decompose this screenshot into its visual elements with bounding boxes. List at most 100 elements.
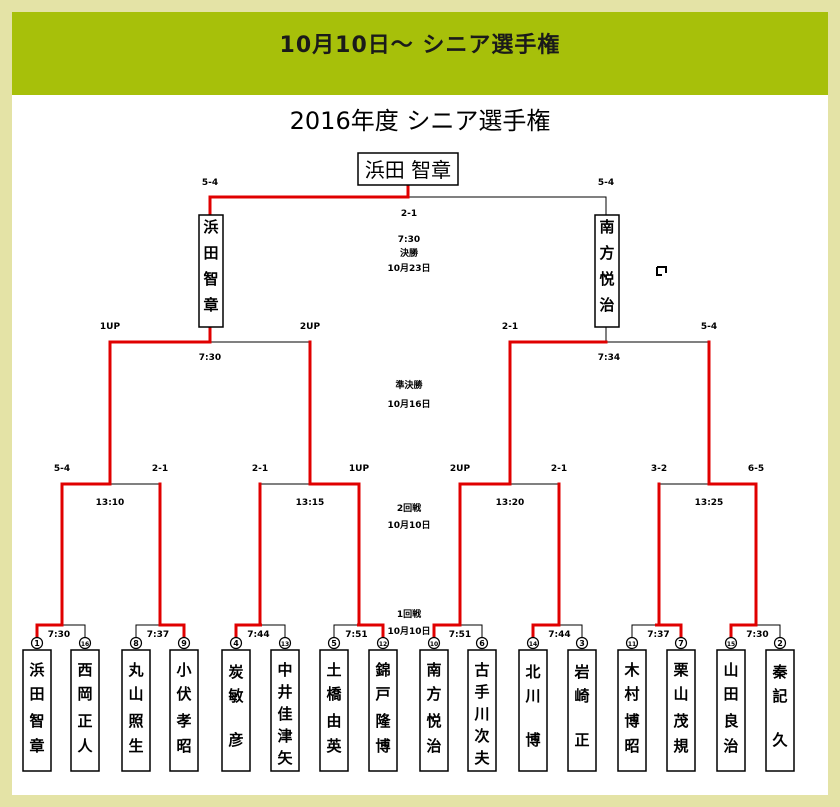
final-left-name-char: 智 xyxy=(203,270,218,288)
seed-number: 4 xyxy=(233,639,239,648)
r2-score-b: 2-1 xyxy=(152,464,168,474)
player-box xyxy=(617,649,647,772)
player-box xyxy=(666,649,696,772)
final-right-score: 5-4 xyxy=(598,178,614,188)
player-name-char: 茂 xyxy=(673,712,688,730)
player-box xyxy=(70,649,100,772)
r2-date: 10月10日 xyxy=(387,520,430,531)
player-name-char: 敏 xyxy=(227,687,244,705)
player-name-char: 正 xyxy=(574,731,589,749)
player-name-char: 岡 xyxy=(77,685,92,703)
player-name-char: 山 xyxy=(723,661,738,679)
seed-number: 8 xyxy=(133,639,139,648)
player-boxes: 浜田 智章浜田智章南方悦治1浜田智章16西岡正人8丸山照生9小伏孝昭4炭敏彦13… xyxy=(22,152,795,772)
header-title: 10月10日～ シニア選手権 xyxy=(279,33,561,58)
r2-time: 13:20 xyxy=(496,498,525,508)
page-header: 10月10日～ シニア選手権 xyxy=(12,12,828,95)
final-left-name-char: 浜 xyxy=(203,218,218,236)
seed-number: 7 xyxy=(678,639,684,648)
seed-number: 3 xyxy=(579,639,585,648)
r1-date: 10月10日 xyxy=(387,626,430,637)
player-name-char: 錦 xyxy=(374,661,390,679)
seed-circle xyxy=(229,636,243,650)
player-name-char: 北 xyxy=(525,663,540,681)
player-name-char: 川 xyxy=(473,705,489,723)
player-name-char: 井 xyxy=(277,683,292,701)
player-name-char: 田 xyxy=(723,685,738,703)
player-name-char: 佳 xyxy=(277,705,292,723)
r2-score-b: 1UP xyxy=(349,464,370,474)
seed-number: 10 xyxy=(430,641,438,648)
diagram-title: 2016年度 シニア選手権 xyxy=(290,107,551,135)
final-left-name-char: 章 xyxy=(203,296,218,314)
player-name-char: 照 xyxy=(128,712,143,730)
champion-box xyxy=(357,152,459,186)
final-right-name-char: 南 xyxy=(599,218,614,236)
player-name-char: 生 xyxy=(128,737,143,755)
champion-name: 浜田 智章 xyxy=(365,158,451,182)
player-name-char: 木 xyxy=(623,661,640,679)
player-name-char: 橋 xyxy=(326,685,342,703)
seed-number: 2 xyxy=(777,639,783,648)
player-name-char: 次 xyxy=(474,727,489,745)
player-name-char: 秦 xyxy=(771,663,788,681)
player-name-char: 川 xyxy=(524,687,540,705)
player-name-char: 岩 xyxy=(573,663,589,681)
r2-score-a: 2-1 xyxy=(252,464,268,474)
player-name-char: 方 xyxy=(426,685,441,703)
seed-circle xyxy=(327,636,341,650)
player-name-char: 伏 xyxy=(176,685,191,703)
seed-circle xyxy=(177,636,191,650)
r2-score-b: 2-1 xyxy=(551,464,567,474)
player-name-char: 治 xyxy=(723,737,738,755)
semi-right-score-b: 5-4 xyxy=(701,322,717,332)
player-box xyxy=(169,649,199,772)
seed-number: 16 xyxy=(81,641,89,648)
player-name-char: 人 xyxy=(77,737,93,755)
player-box xyxy=(121,649,151,772)
player-name-char: 久 xyxy=(772,731,788,749)
semi-left-score-b: 2UP xyxy=(300,322,321,332)
seed-number: 15 xyxy=(727,641,735,648)
final-label: 決勝 xyxy=(400,247,419,259)
seed-circle xyxy=(376,636,390,650)
semi-date: 10月16日 xyxy=(387,399,430,410)
player-name-char: 昭 xyxy=(176,737,191,755)
final-time: 7:30 xyxy=(398,235,420,245)
player-name-char: 良 xyxy=(723,712,738,730)
player-name-char: 博 xyxy=(624,712,639,730)
player-name-char: 彦 xyxy=(228,731,243,749)
player-name-char: 古 xyxy=(474,661,489,679)
semi-right-time: 7:34 xyxy=(598,353,620,363)
player-name-char: 田 xyxy=(29,685,44,703)
seed-number: 9 xyxy=(181,639,187,648)
player-box xyxy=(221,649,251,772)
seed-circle xyxy=(427,636,441,650)
r1-time: 7:44 xyxy=(247,630,269,640)
r1-time: 7:51 xyxy=(449,630,471,640)
seed-circle xyxy=(575,636,589,650)
player-name-char: 孝 xyxy=(175,712,191,730)
player-box xyxy=(518,649,548,772)
seed-circle xyxy=(625,636,639,650)
semi-label: 準決勝 xyxy=(395,379,423,391)
player-name-char: 戸 xyxy=(375,685,390,703)
final-left-box xyxy=(198,214,224,328)
player-name-char: 章 xyxy=(29,737,44,755)
final-left-name-char: 田 xyxy=(203,244,218,262)
player-box xyxy=(419,649,449,772)
seed-number: 6 xyxy=(479,639,485,648)
player-name-char: 智 xyxy=(29,712,44,730)
winner-path-lines xyxy=(35,183,758,640)
final-date: 10月23日 xyxy=(387,263,430,274)
seed-circle xyxy=(475,636,489,650)
player-name-char: 矢 xyxy=(277,749,293,767)
seed-circle xyxy=(30,636,44,650)
r2-score-b: 6-5 xyxy=(748,464,764,474)
bracket-labels: 2016年度 シニア選手権 5-4 5-4 2-1 7:30 決勝 10月23日 1UP 2UP… xyxy=(48,107,769,640)
final-left-score: 5-4 xyxy=(202,178,218,188)
seed-circle xyxy=(773,636,787,650)
r1-time: 7:37 xyxy=(147,630,169,640)
seed-number: 11 xyxy=(628,641,636,648)
player-box xyxy=(319,649,349,772)
